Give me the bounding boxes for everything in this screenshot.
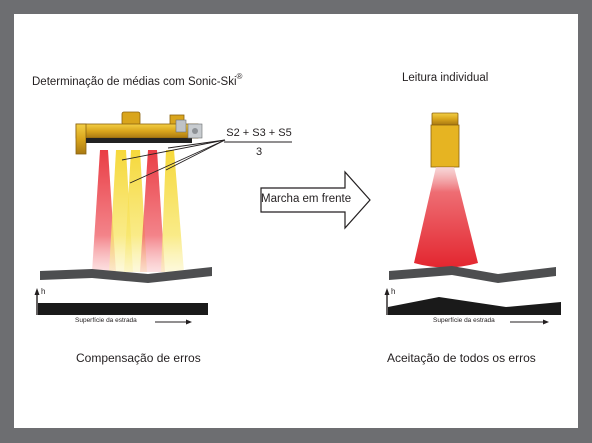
height-axis-right: [384, 288, 390, 315]
left-caption: Compensação de erros: [76, 351, 201, 365]
arrow-label: Marcha em frente: [261, 193, 352, 205]
axis-h-label-right: h: [391, 287, 396, 296]
formula-pointer-lines: [121, 139, 226, 184]
single-sensor: [430, 112, 460, 168]
direction-arrow-left: [155, 319, 192, 325]
beam-s4: [140, 150, 165, 272]
left-title: Determinação de médias com Sonic-Ski®: [32, 72, 243, 88]
beam-s5: [161, 150, 184, 272]
formula-denominator: 3: [255, 146, 263, 158]
road-label-right: Superfície da estrada: [433, 317, 495, 324]
road-label-left: Superfície da estrada: [75, 317, 137, 324]
road-profile-right: [388, 297, 561, 315]
right-caption: Aceitação de todos os erros: [387, 351, 536, 365]
road-surface-right: [389, 266, 556, 283]
beam-s3: [124, 150, 147, 272]
road-profile-left: [38, 303, 208, 315]
registered-mark: ®: [236, 72, 243, 81]
axis-h-label-left: h: [41, 287, 46, 296]
height-axis-left: [34, 288, 40, 315]
sonic-ski-beam: [75, 111, 203, 155]
right-title: Leitura individual: [402, 72, 489, 84]
sensor-beam-cone: [414, 167, 478, 268]
formula-numerator: S2 + S3 + S5: [226, 127, 292, 139]
beam-s1: [92, 150, 116, 272]
road-surface-left: [40, 267, 212, 283]
marcha-em-frente-arrow: [260, 170, 371, 230]
direction-arrow-right: [510, 319, 549, 325]
